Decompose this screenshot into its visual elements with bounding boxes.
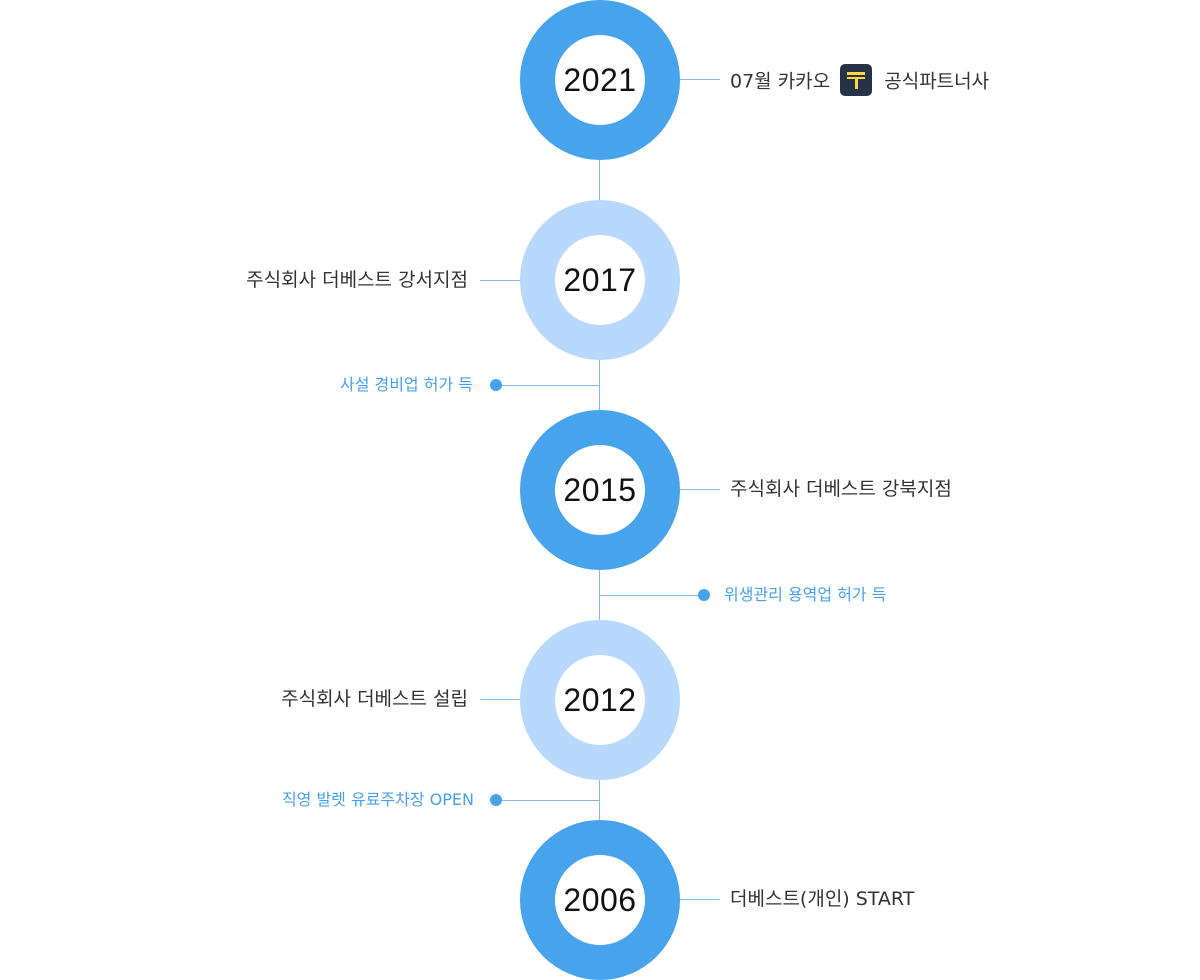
milestone-2012: 주식회사 더베스트 설립 (281, 687, 468, 711)
milestone-2017: 주식회사 더베스트 강서지점 (246, 268, 468, 292)
connector-line (680, 899, 720, 900)
timeline-circle-inner: 2006 (555, 855, 645, 945)
note-valet-parking: 직영 발렛 유료주차장 OPEN (282, 790, 474, 810)
note-line (496, 385, 600, 386)
note-dot-icon (490, 379, 502, 391)
note-dot-icon (490, 794, 502, 806)
note-text: 직영 발렛 유료주차장 OPEN (281, 790, 474, 809)
timeline-circle-inner: 2021 (555, 35, 645, 125)
year-label: 2006 (563, 881, 637, 918)
milestone-label-suffix: 공식파트너사 (884, 70, 990, 93)
timeline-circle-2021: 2021 (520, 0, 680, 160)
timeline-circle-2006: 2006 (520, 820, 680, 980)
note-line (496, 800, 600, 801)
milestone-2006: 더베스트(개인) START (730, 887, 914, 911)
timeline-circle-inner: 2017 (555, 235, 645, 325)
note-dot-icon (698, 589, 710, 601)
connector-line (680, 79, 720, 80)
timeline-circle-2017: 2017 (520, 200, 680, 360)
year-label: 2012 (563, 681, 637, 718)
note-security-license: 사설 경비업 허가 득 (340, 375, 473, 395)
connector-line (480, 699, 520, 700)
note-text: 사설 경비업 허가 득 (339, 375, 473, 394)
milestone-label: 주식회사 더베스트 설립 (281, 688, 468, 710)
note-text: 위생관리 용역업 허가 득 (724, 585, 887, 604)
milestone-2021: 07월 카카오 공식파트너사 (730, 64, 990, 98)
milestone-label: 07월 카카오 (730, 70, 831, 93)
timeline-circle-inner: 2015 (555, 445, 645, 535)
timeline-circle-2012: 2012 (520, 620, 680, 780)
note-sanitation-license: 위생관리 용역업 허가 득 (724, 585, 886, 605)
year-label: 2015 (563, 471, 637, 508)
note-line (600, 595, 704, 596)
kakao-t-logo-icon (840, 64, 873, 96)
milestone-2015: 주식회사 더베스트 강북지점 (730, 477, 952, 501)
timeline-circle-inner: 2012 (555, 655, 645, 745)
milestone-label: 주식회사 더베스트 강북지점 (730, 478, 952, 500)
milestone-label: 더베스트(개인) START (730, 888, 915, 910)
connector-line (680, 489, 720, 490)
year-label: 2021 (563, 61, 637, 98)
timeline-circle-2015: 2015 (520, 410, 680, 570)
year-label: 2017 (563, 261, 637, 298)
milestone-label: 주식회사 더베스트 강서지점 (246, 269, 468, 291)
connector-line (480, 280, 520, 281)
